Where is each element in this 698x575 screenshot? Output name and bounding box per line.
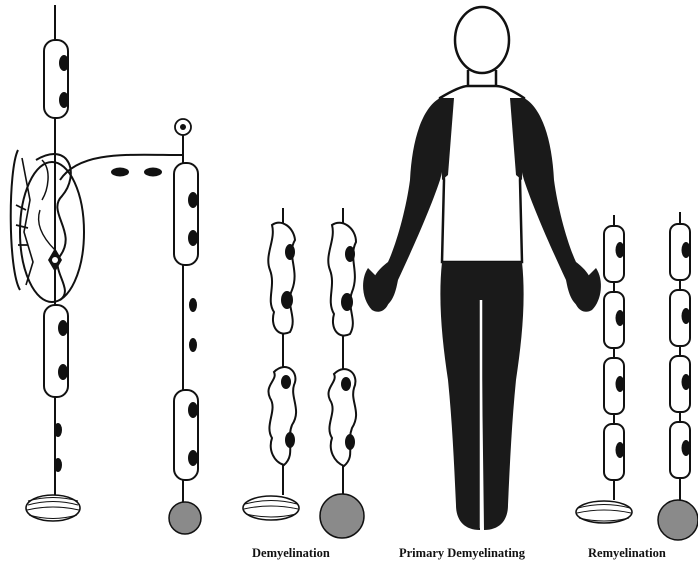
schwann-nucleus: [189, 298, 197, 312]
myelin-segment: [44, 305, 68, 397]
schwann-nucleus: [189, 338, 197, 352]
caption-primary-demyelinating: Primary Demyelinating: [399, 546, 525, 561]
schwann-nucleus: [54, 423, 62, 437]
head: [455, 7, 509, 73]
target-organ: [320, 494, 364, 538]
schwann-nucleus: [188, 192, 198, 208]
left-arm: [370, 98, 445, 307]
schwann-nucleus: [188, 230, 198, 246]
target-organ: [169, 502, 201, 534]
myelin-segment: [174, 163, 198, 265]
sensory-neuron-group: [169, 119, 201, 534]
muscle-fiber-icon: [243, 496, 299, 520]
demyelinated-axon-1: [243, 208, 299, 520]
remyelinated-axon-2: [658, 212, 698, 540]
schwann-nucleus: [58, 364, 68, 380]
schwann-nucleus: [144, 168, 162, 177]
spinal-cord: [11, 150, 84, 302]
schwann-nucleus: [59, 55, 69, 71]
remyelinated-axon-1: [576, 215, 632, 523]
muscle-fiber-icon: [26, 495, 80, 521]
caption-demyelination: Demyelination: [252, 546, 330, 561]
muscle-fiber-icon: [576, 501, 632, 523]
schwann-nucleus: [111, 168, 129, 177]
schwann-nucleus: [188, 450, 198, 466]
target-organ: [658, 500, 698, 540]
spinal-cord-outline: [20, 162, 84, 302]
human-silhouette: [363, 7, 601, 530]
right-arm: [519, 98, 594, 307]
schwann-nucleus: [54, 458, 62, 472]
schwann-nucleus: [59, 92, 69, 108]
motor-neuron-group: [11, 5, 183, 521]
schwann-nucleus: [58, 320, 68, 336]
demyelinated-axon-2: [320, 208, 364, 538]
schwann-nucleus: [188, 402, 198, 418]
caption-remyelination: Remyelination: [588, 546, 666, 561]
